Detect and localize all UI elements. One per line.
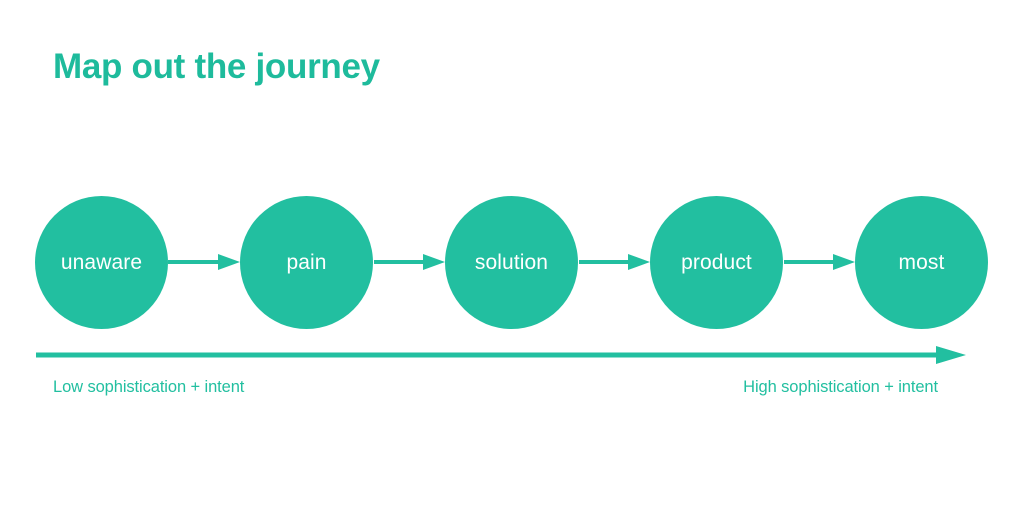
journey-stage-label: solution: [474, 251, 549, 274]
connector-arrow-3: [579, 254, 650, 270]
journey-stage-node[interactable]: pain: [240, 196, 373, 329]
axis-caption-low: Low sophistication + intent: [53, 378, 245, 396]
journey-stage-label: most: [898, 251, 945, 274]
journey-stage-label: product: [681, 251, 752, 274]
connector-arrow-2: [374, 254, 445, 270]
journey-stage-node[interactable]: product: [650, 196, 783, 329]
journey-stage-node[interactable]: most: [855, 196, 988, 329]
connector-arrow-1: [168, 254, 240, 270]
page-title: Map out the journey: [53, 47, 380, 86]
journey-stage-node[interactable]: unaware: [35, 196, 168, 329]
journey-stage-label: pain: [286, 251, 327, 274]
journey-stage-label: unaware: [60, 251, 143, 274]
axis-caption-high: High sophistication + intent: [743, 378, 938, 396]
connector-arrow-4: [784, 254, 855, 270]
sophistication-axis-arrow-icon: [36, 346, 966, 364]
journey-stage-node[interactable]: solution: [445, 196, 578, 329]
